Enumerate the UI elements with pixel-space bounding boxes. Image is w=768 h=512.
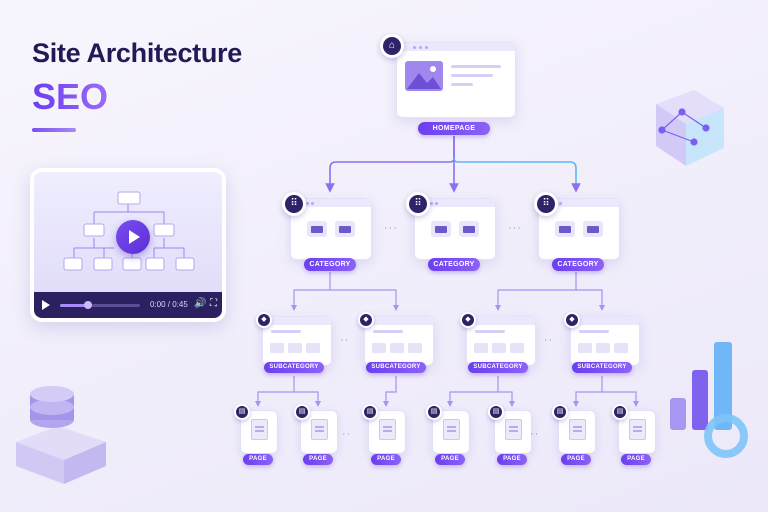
database-icon	[16, 386, 106, 484]
page-card-7[interactable]	[618, 410, 656, 454]
tag-icon: ◆	[256, 312, 272, 328]
home-icon: ⌂	[380, 34, 404, 58]
ellipsis: ···	[384, 222, 398, 234]
progress-slider[interactable]	[60, 301, 140, 309]
page-label-3: PAGE	[371, 454, 401, 465]
folder-icon	[555, 221, 575, 237]
document-badge-icon: ▤	[552, 404, 568, 420]
subcategory-label-2: SUBCATEGORY	[366, 362, 426, 373]
image-placeholder-icon	[405, 61, 443, 91]
progress-knob[interactable]	[84, 301, 92, 309]
page-title: Site Architecture	[32, 38, 242, 68]
video-time: 0:00 / 0:45	[150, 300, 188, 309]
homepage-browser-card[interactable]	[396, 42, 516, 118]
document-icon	[629, 419, 646, 440]
document-icon	[311, 419, 328, 440]
progress-fill	[60, 304, 88, 307]
document-icon	[569, 419, 586, 440]
page-label-7: PAGE	[621, 454, 651, 465]
tag-icon: ◆	[460, 312, 476, 328]
subcategory-label-4: SUBCATEGORY	[572, 362, 632, 373]
category-label-3: CATEGORY	[552, 258, 604, 271]
ellipsis: ··	[530, 428, 540, 440]
fullscreen-icon[interactable]: ⛶	[210, 298, 217, 309]
category-card-3[interactable]	[538, 198, 620, 260]
page-label-2: PAGE	[303, 454, 333, 465]
page-card-2[interactable]	[300, 410, 338, 454]
subcategory-card-4[interactable]	[570, 316, 640, 366]
page-label-4: PAGE	[435, 454, 465, 465]
subcategory-card-1[interactable]	[262, 316, 332, 366]
control-play-icon[interactable]	[42, 300, 50, 310]
page-label-6: PAGE	[561, 454, 591, 465]
grid-icon: ⠿	[406, 192, 430, 216]
cube-network-icon	[656, 90, 724, 166]
document-badge-icon: ▤	[234, 404, 250, 420]
volume-icon[interactable]: 🔊	[194, 298, 207, 309]
category-label-2: CATEGORY	[428, 258, 480, 271]
document-badge-icon: ▤	[612, 404, 628, 420]
document-badge-icon: ▤	[362, 404, 378, 420]
tag-icon: ◆	[564, 312, 580, 328]
video-controls: 0:00 / 0:45 🔊 ⛶	[34, 292, 222, 318]
title-underline	[32, 128, 76, 132]
ellipsis: ··	[340, 334, 350, 346]
ellipsis: ··	[342, 428, 352, 440]
video-player[interactable]: 0:00 / 0:45 🔊 ⛶	[30, 168, 226, 322]
document-icon	[505, 419, 522, 440]
document-badge-icon: ▤	[294, 404, 310, 420]
document-icon	[379, 419, 396, 440]
category-label-1: CATEGORY	[304, 258, 356, 271]
homepage-label: HOMEPAGE	[418, 122, 490, 135]
page-subtitle: SEO	[32, 76, 109, 117]
folder-icon	[335, 221, 355, 237]
subcategory-card-3[interactable]	[466, 316, 536, 366]
grid-icon: ⠿	[534, 192, 558, 216]
page-card-4[interactable]	[432, 410, 470, 454]
category-card-1[interactable]	[290, 198, 372, 260]
folder-icon	[307, 221, 327, 237]
tag-icon: ◆	[358, 312, 374, 328]
page-label-5: PAGE	[497, 454, 527, 465]
subcategory-label-1: SUBCATEGORY	[264, 362, 324, 373]
ellipsis: ···	[508, 222, 522, 234]
folder-icon	[431, 221, 451, 237]
bar-chart-icon	[670, 342, 748, 458]
folder-icon	[459, 221, 479, 237]
subcategory-label-3: SUBCATEGORY	[468, 362, 528, 373]
document-icon	[251, 419, 268, 440]
document-icon	[443, 419, 460, 440]
page-card-5[interactable]	[494, 410, 532, 454]
folder-icon	[583, 221, 603, 237]
play-icon[interactable]	[116, 220, 150, 254]
grid-icon: ⠿	[282, 192, 306, 216]
video-thumbnail-tree-icon	[63, 191, 195, 271]
document-badge-icon: ▤	[488, 404, 504, 420]
page-label-1: PAGE	[243, 454, 273, 465]
document-badge-icon: ▤	[426, 404, 442, 420]
video-screen	[34, 172, 222, 292]
ellipsis: ··	[544, 334, 554, 346]
subcategory-card-2[interactable]	[364, 316, 434, 366]
